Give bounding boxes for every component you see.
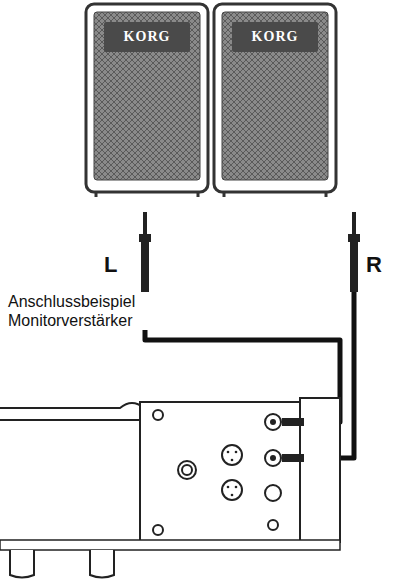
channel-label: R [366, 252, 382, 278]
brand-logo: KORG [252, 29, 299, 45]
amp-cabinet [214, 4, 336, 197]
channel-label: L [104, 252, 117, 278]
midi-pins [227, 451, 238, 497]
jack-plug [139, 212, 360, 292]
brand-logo: KORG [124, 29, 171, 45]
amp-logo-plate: KORG [232, 22, 318, 52]
amp-logo-plate: KORG [104, 22, 190, 52]
rear-panel-device [0, 398, 340, 578]
caption-note: Anschlussbeispiel Monitorverstärker [8, 292, 178, 330]
plug-in-jack [270, 418, 304, 462]
amp-cabinet [86, 4, 208, 197]
